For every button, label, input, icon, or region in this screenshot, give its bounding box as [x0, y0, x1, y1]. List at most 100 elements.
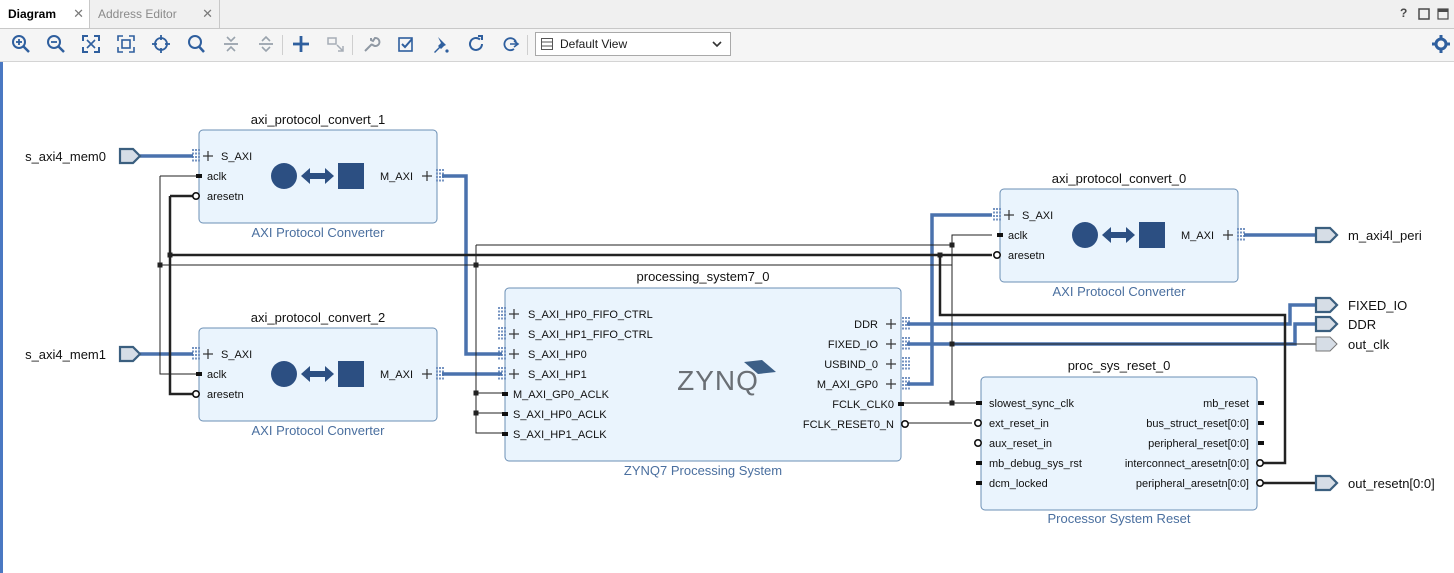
bus-pin-s-axi[interactable] [192, 347, 200, 361]
maximize-icon[interactable] [1437, 8, 1449, 20]
bus-pin[interactable] [498, 307, 506, 321]
restore-icon[interactable] [1418, 8, 1430, 20]
bus-pin-s-axi[interactable] [192, 149, 200, 163]
port-label: FIXED_IO [828, 339, 879, 351]
pin-dcm-locked[interactable] [976, 481, 982, 485]
chevron-down-icon [712, 41, 722, 48]
bus-pin[interactable] [902, 317, 910, 331]
pin-fclk-clk0[interactable] [898, 402, 904, 406]
pin-icon[interactable] [430, 33, 452, 55]
clk-apc2-aclk[interactable] [159, 176, 199, 375]
external-port-fixed-io[interactable] [1314, 296, 1339, 314]
bus-pin-m-axi[interactable] [436, 169, 444, 183]
bus-fixed-io-ddr[interactable] [907, 322, 1316, 346]
settings-gear-icon[interactable] [1430, 33, 1452, 55]
expand-port-plus[interactable] [203, 151, 213, 161]
clk-ps7-left[interactable] [475, 245, 502, 434]
pin-aresetn[interactable] [192, 389, 201, 398]
bus-pin[interactable] [902, 357, 910, 371]
bus-pin[interactable] [902, 337, 910, 351]
external-port-ddr[interactable] [1314, 315, 1339, 333]
external-port-out-clk[interactable] [1315, 336, 1338, 352]
pin-peripheral-aresetn[interactable] [1256, 478, 1265, 487]
block-instance-name: axi_protocol_convert_1 [251, 112, 385, 127]
port-label: aux_reset_in [989, 438, 1052, 450]
tab-address-editor[interactable]: Address Editor ✕ [90, 0, 220, 28]
view-select[interactable]: Default View [535, 32, 731, 56]
port-label: mb_debug_sys_rst [989, 458, 1082, 470]
add-ip-icon[interactable] [290, 33, 312, 55]
pin-aresetn[interactable] [992, 251, 1001, 260]
pin-aresetn[interactable] [192, 192, 201, 201]
bus-pin-m-axi[interactable] [1237, 228, 1245, 242]
pin-s_axi_hp1_aclk[interactable] [502, 432, 508, 436]
port-label: aclk [207, 369, 227, 381]
expand-port-plus[interactable] [886, 319, 896, 329]
optimize-routing-icon[interactable] [500, 33, 522, 55]
bus-ddr-fixed-io[interactable] [907, 303, 1316, 326]
expand-port-plus[interactable] [1223, 230, 1233, 240]
expand-port-plus[interactable] [422, 171, 432, 181]
pin-slowest-sync-clk[interactable] [976, 401, 982, 405]
bus-pin[interactable] [498, 347, 506, 361]
pin-ext-reset-in[interactable] [973, 418, 982, 427]
pin-mb-reset[interactable] [1258, 401, 1264, 405]
tab-diagram-close[interactable]: ✕ [68, 0, 88, 28]
clk-apc0-aclk[interactable] [951, 234, 992, 245]
zoom-out-icon[interactable] [45, 33, 67, 55]
make-external-icon[interactable] [325, 33, 347, 55]
pin-s_axi_hp0_aclk[interactable] [502, 412, 508, 416]
properties-wrench-icon[interactable] [360, 33, 382, 55]
expand-all-icon[interactable] [255, 33, 277, 55]
expand-port-plus[interactable] [509, 309, 519, 319]
pin-aux-reset-in[interactable] [973, 438, 982, 447]
validate-design-icon[interactable] [395, 33, 417, 55]
pin-mb-debug-sys-rst[interactable] [976, 461, 982, 465]
external-port-s-axi4-mem0[interactable] [118, 147, 142, 165]
rst-apc2-aresetn[interactable] [168, 196, 193, 396]
auto-connect-icon[interactable] [150, 33, 172, 55]
collapse-all-icon[interactable] [220, 33, 242, 55]
regenerate-layout-icon[interactable] [465, 33, 487, 55]
bus-pin[interactable] [902, 377, 910, 391]
fit-full-icon[interactable] [80, 33, 102, 55]
search-icon[interactable] [185, 33, 207, 55]
bus-pin-m-axi[interactable] [436, 367, 444, 381]
pin-bus-struct-reset[interactable] [1258, 421, 1264, 425]
close-icon[interactable]: ✕ [73, 6, 84, 21]
bus-pin[interactable] [498, 367, 506, 381]
port-label: slowest_sync_clk [989, 398, 1074, 410]
expand-port-plus[interactable] [422, 369, 432, 379]
pin-aclk[interactable] [997, 233, 1003, 237]
bus-pin[interactable] [498, 327, 506, 341]
external-port-label: s_axi4_mem0 [25, 149, 106, 164]
expand-port-plus[interactable] [886, 339, 896, 349]
pin-m_axi_gp0_aclk[interactable] [502, 392, 508, 396]
external-port-out-resetn[interactable] [1314, 474, 1339, 492]
pin-fclk-reset0-n[interactable] [900, 419, 909, 428]
tab-diagram[interactable]: Diagram [0, 0, 90, 28]
external-port-m-axi4l-peri[interactable] [1314, 226, 1339, 244]
zoom-in-icon[interactable] [10, 33, 32, 55]
close-icon[interactable]: ✕ [202, 6, 213, 21]
bus-pin-s-axi[interactable] [993, 208, 1001, 222]
pin-interconnect-aresetn[interactable] [1256, 458, 1265, 467]
expand-port-plus[interactable] [203, 349, 213, 359]
expand-port-plus[interactable] [1004, 210, 1014, 220]
expand-port-plus[interactable] [886, 359, 896, 369]
expand-port-plus[interactable] [509, 329, 519, 339]
external-port-s-axi4-mem1[interactable] [118, 345, 142, 363]
rst-interconnect-aresetn[interactable] [938, 255, 1287, 465]
expand-port-plus[interactable] [509, 369, 519, 379]
pin-aclk[interactable] [196, 174, 202, 178]
fit-selection-icon[interactable] [115, 33, 137, 55]
pin-peripheral-reset[interactable] [1258, 441, 1264, 445]
toolbar-separator [352, 35, 353, 55]
help-icon[interactable]: ? [1400, 6, 1408, 20]
bus-gp0-to-apc0[interactable] [907, 213, 992, 386]
junction [949, 400, 955, 406]
expand-port-plus[interactable] [509, 349, 519, 359]
pin-aclk[interactable] [196, 372, 202, 376]
expand-port-plus[interactable] [886, 379, 896, 389]
